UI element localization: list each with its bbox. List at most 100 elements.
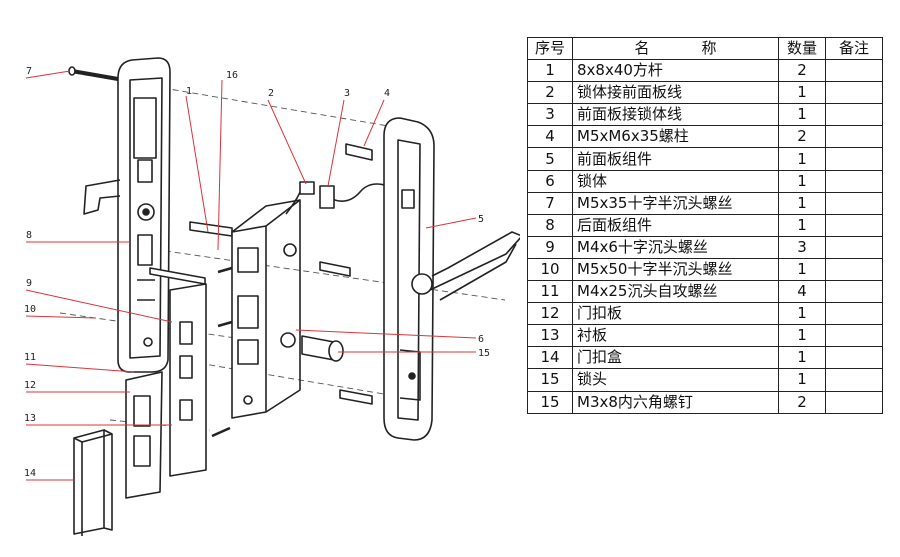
cell-no: 15 (527, 390, 573, 414)
cell-note (825, 103, 883, 127)
cell-no: 6 (527, 169, 573, 193)
callout-4: 4 (384, 88, 390, 99)
callout-10: 10 (24, 304, 36, 315)
cell-name: 前面板接锁体线 (572, 103, 779, 127)
header-name-a: 名 (634, 39, 650, 58)
cell-note (825, 191, 883, 215)
cell-no: 12 (527, 302, 573, 326)
cell-name: 门扣板 (572, 302, 779, 326)
cell-note (825, 169, 883, 193)
screw-m5x35 (68, 66, 119, 81)
strike-box (73, 429, 113, 536)
callout-16: 16 (226, 70, 238, 81)
cell-name: 锁头 (572, 368, 779, 392)
cell-name: M3x8内六角螺钉 (572, 390, 779, 414)
cell-no: 3 (527, 103, 573, 127)
cell-name: 锁体 (572, 169, 779, 193)
cell-qty: 1 (778, 103, 826, 127)
cell-qty: 4 (778, 280, 826, 304)
strike-plate-and-backing (125, 283, 207, 499)
callout-13: 13 (24, 413, 36, 424)
cell-qty: 1 (778, 213, 826, 237)
threaded-studs (319, 143, 373, 405)
callout-7: 7 (26, 66, 32, 77)
lock-body (231, 199, 301, 419)
cell-qty: 1 (778, 346, 826, 370)
cell-no: 14 (527, 346, 573, 370)
callout-9: 9 (26, 278, 32, 289)
header-name-b: 称 (701, 39, 717, 58)
cell-qty: 1 (778, 169, 826, 193)
cell-note (825, 257, 883, 282)
cell-qty: 1 (778, 81, 826, 105)
cell-no: 10 (527, 257, 573, 282)
cell-note (825, 302, 883, 326)
cell-no: 13 (527, 324, 573, 348)
header-note: 备注 (825, 36, 883, 61)
cell-no: 1 (527, 59, 573, 83)
rear-panel-assembly (83, 57, 171, 373)
cell-no: 5 (527, 147, 573, 171)
callout-15: 15 (478, 348, 490, 359)
cell-note (825, 147, 883, 171)
callout-14: 14 (24, 468, 36, 479)
callout-1: 1 (186, 86, 192, 97)
cell-no: 9 (527, 235, 573, 259)
cell-name: 8x8x40方杆 (572, 59, 779, 83)
cell-no: 15 (527, 368, 573, 392)
cell-qty: 3 (778, 235, 826, 259)
cell-qty: 1 (778, 191, 826, 215)
callout-2: 2 (268, 88, 274, 99)
cell-note (825, 213, 883, 237)
connection-wires (285, 181, 389, 215)
cell-note (825, 280, 883, 304)
cell-name: M5x35十字半沉头螺丝 (572, 191, 779, 215)
header-no: 序号 (527, 36, 573, 61)
cell-name: 衬板 (572, 324, 779, 348)
cell-qty: 1 (778, 302, 826, 326)
cell-note (825, 125, 883, 149)
callout-12: 12 (24, 380, 36, 391)
cell-note (825, 59, 883, 83)
cell-qty: 1 (778, 257, 826, 282)
cell-name: 门扣盒 (572, 346, 779, 370)
callout-3: 3 (344, 88, 350, 99)
cell-no: 4 (527, 125, 573, 149)
cell-qty: 1 (778, 368, 826, 392)
exploded-lock-diagram: 7 16 1 2 3 4 5 8 9 10 11 6 15 12 13 14 (24, 57, 520, 536)
callout-5: 5 (478, 214, 484, 225)
front-panel-assembly (383, 117, 520, 441)
lock-cylinder (301, 335, 344, 362)
callout-11: 11 (24, 352, 36, 363)
cell-qty: 1 (778, 147, 826, 171)
cell-no: 8 (527, 213, 573, 237)
cell-name: 后面板组件 (572, 213, 779, 237)
cell-name: 前面板组件 (572, 147, 779, 171)
cell-note (825, 368, 883, 392)
table-header-row: 序号 名称 数量 备注 (527, 36, 883, 61)
cell-note (825, 324, 883, 348)
cell-name: 锁体接前面板线 (572, 81, 779, 105)
cell-no: 11 (527, 280, 573, 304)
cell-note (825, 235, 883, 259)
cell-name: M4x25沉头自攻螺丝 (572, 280, 779, 304)
cell-note (825, 346, 883, 370)
callout-6: 6 (478, 334, 484, 345)
cell-qty: 1 (778, 324, 826, 348)
